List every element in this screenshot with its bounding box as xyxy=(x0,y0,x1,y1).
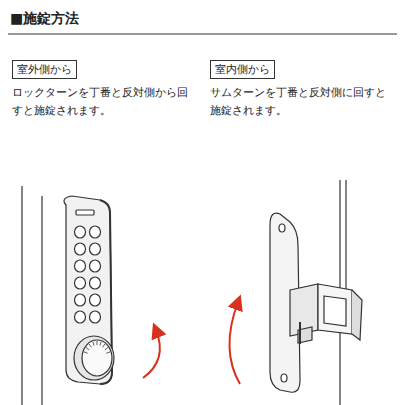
box-text: 室内側から xyxy=(215,63,270,76)
turn-arrow xyxy=(229,302,240,384)
box-text: 室外側から xyxy=(17,63,72,76)
label-box: 室外側から xyxy=(12,60,77,79)
instruction-text: ロックターンを丁番と反対側から回 すと施錠されます。 xyxy=(12,84,194,120)
title: ■施錠方法 xyxy=(10,10,79,28)
instruction-text: サムターンを丁番と反対側に回すと 施錠されます。 xyxy=(210,84,392,120)
turn-arrow xyxy=(143,330,160,378)
title-rule xyxy=(8,34,397,35)
keypad-lock xyxy=(64,196,114,384)
thumb-turn-lock xyxy=(270,213,362,392)
door-edge xyxy=(22,186,42,405)
label-box: 室内側から xyxy=(210,60,275,79)
